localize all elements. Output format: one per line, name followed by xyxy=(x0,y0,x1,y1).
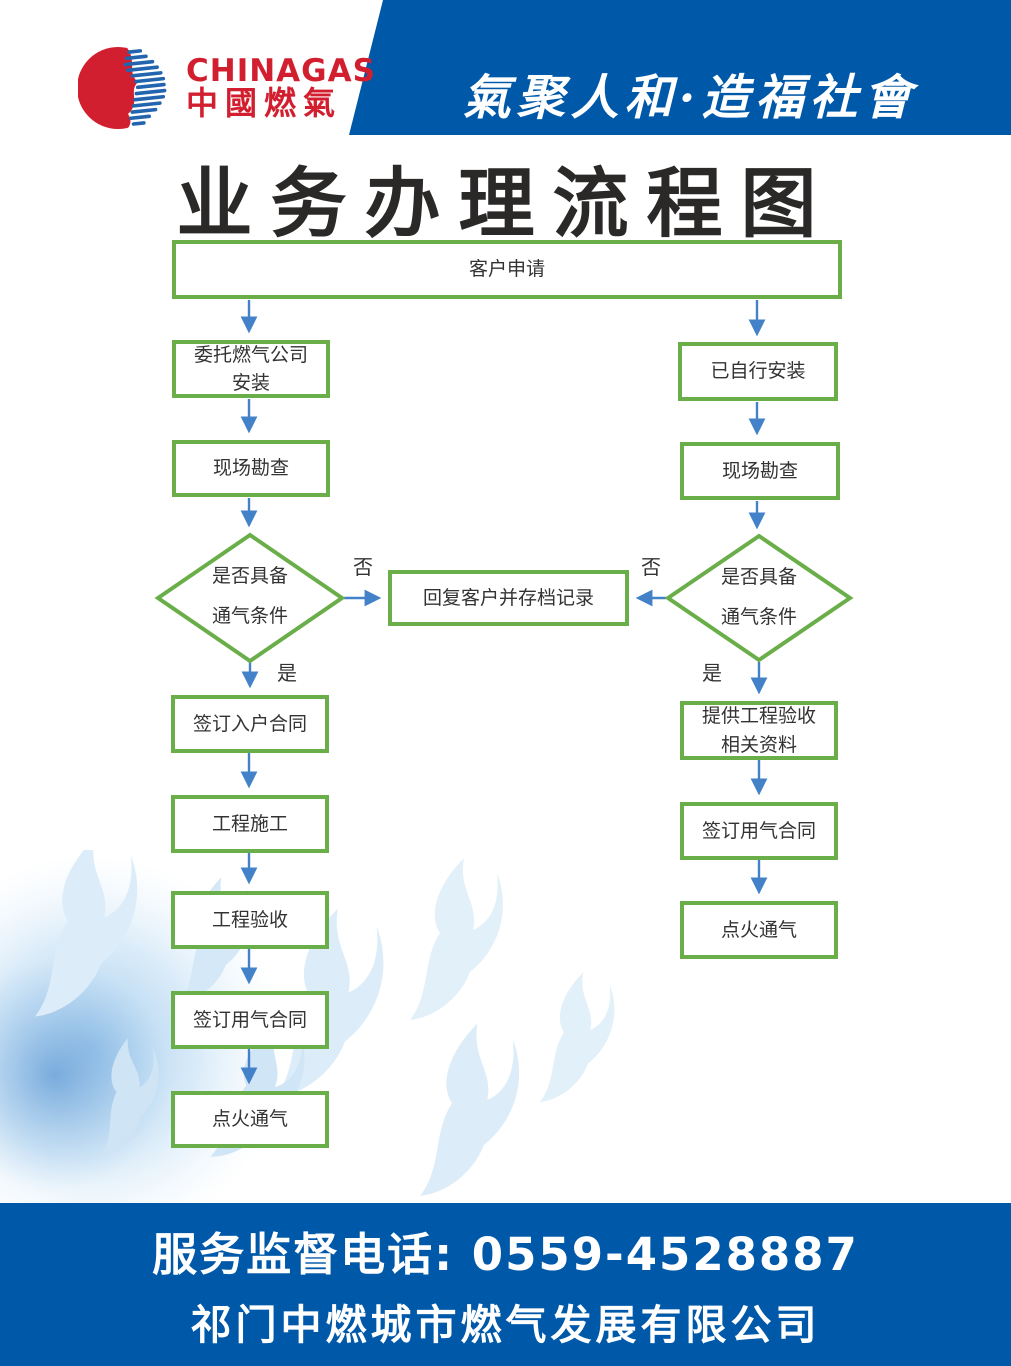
service-hotline: 服务监督电话: 0559-4528887 xyxy=(152,1228,859,1281)
flow-node-construction: 工程施工 xyxy=(171,795,329,853)
company-name: 祁门中燃城市燃气发展有限公司 xyxy=(190,1301,821,1349)
brand-slogan: 氣聚人和·造福社會 xyxy=(462,70,918,126)
flow-node-provide-docs: 提供工程验收相关资料 xyxy=(680,701,838,760)
logo-text-zh: 中國燃氣 xyxy=(186,84,343,123)
logo-wordmark: CHINAGAS 中國燃氣 xyxy=(186,55,376,121)
flow-node-reply-archive: 回复客户并存档记录 xyxy=(388,570,629,626)
flow-node-entrust-install: 委托燃气公司安装 xyxy=(172,340,330,398)
flow-node-self-installed: 已自行安装 xyxy=(678,342,838,401)
logo-text-en: CHINAGAS xyxy=(186,52,376,89)
company-logo: CHINAGAS 中國燃氣 xyxy=(78,42,376,134)
flame-watermark xyxy=(0,850,615,1220)
chinagas-flame-logo-icon xyxy=(78,44,174,133)
flow-node-sign-gas-contract-right: 签订用气合同 xyxy=(680,802,838,860)
branch-label-yes-left: 是 xyxy=(277,661,297,685)
decision-text-right: 是否具备 通气条件 xyxy=(720,566,797,628)
branch-label-no-right: 否 xyxy=(641,555,661,579)
flow-node-site-survey-right: 现场勘查 xyxy=(680,442,840,500)
flow-node-sign-entry-contract: 签订入户合同 xyxy=(171,695,329,753)
branch-label-no-left: 否 xyxy=(353,555,373,579)
flow-node-acceptance: 工程验收 xyxy=(171,891,329,949)
decision-text-left: 是否具备 通气条件 xyxy=(211,565,288,627)
page-title: 业务办理流程图 xyxy=(176,159,835,248)
flow-node-ignite-right: 点火通气 xyxy=(680,901,838,959)
header-banner xyxy=(349,0,1011,135)
flow-node-ignite-left: 点火通气 xyxy=(171,1091,329,1148)
flow-node-site-survey-left: 现场勘查 xyxy=(172,440,330,497)
footer-band: 服务监督电话: 0559-4528887 祁门中燃城市燃气发展有限公司 xyxy=(0,1203,1011,1366)
flow-node-customer-apply: 客户申请 xyxy=(172,240,842,299)
branch-label-yes-right: 是 xyxy=(702,661,722,685)
flow-node-sign-gas-contract-left: 签订用气合同 xyxy=(171,991,329,1049)
